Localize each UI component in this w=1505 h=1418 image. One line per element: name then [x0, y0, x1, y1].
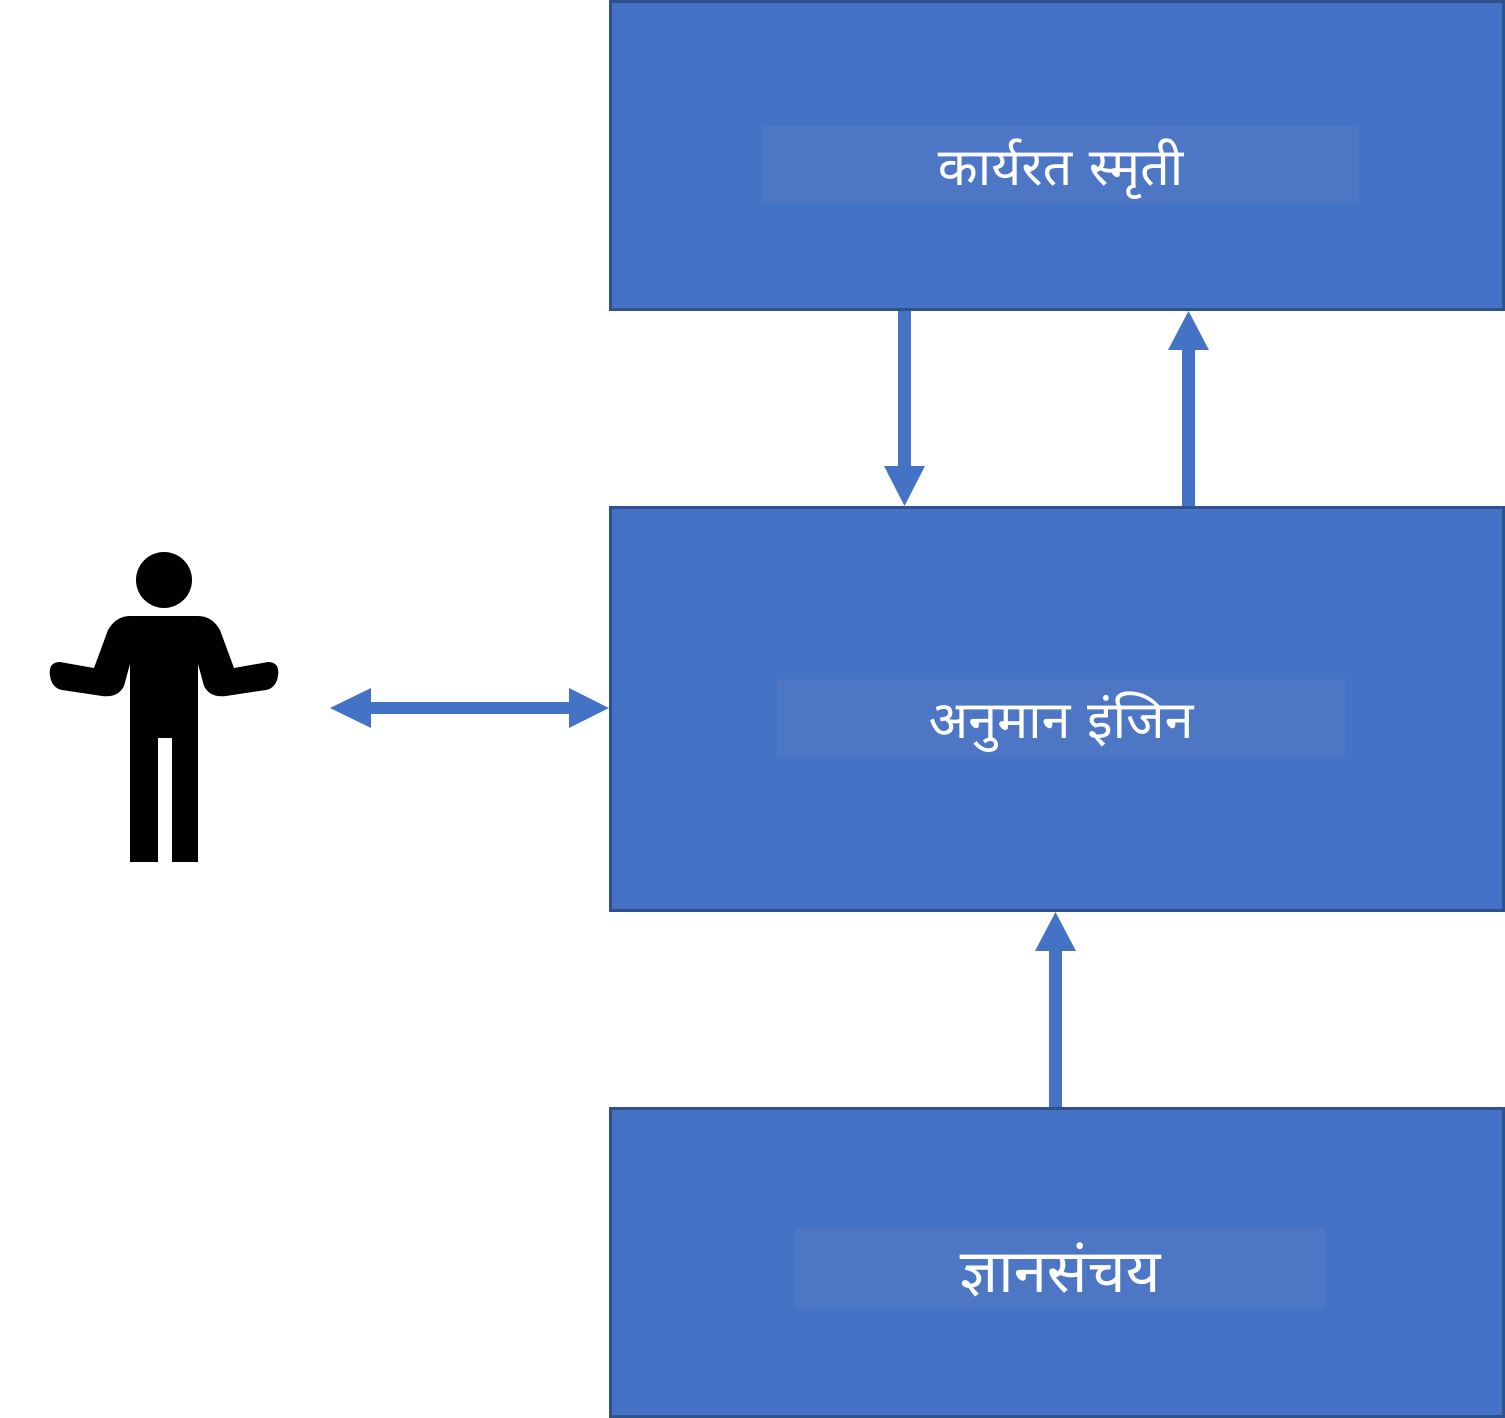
person-shrugging-icon: [49, 552, 279, 862]
working-memory-label: कार्यरत स्मृती: [762, 126, 1359, 204]
inference-engine-label: अनुमान इंजिन: [777, 679, 1345, 757]
knowledge-base-label: ज्ञानसंचय: [795, 1228, 1325, 1309]
arrow-memory-to-engine: [884, 311, 925, 506]
inference-engine-box: अनुमान इंजिन: [609, 506, 1505, 912]
arrow-user-engine-bidirectional: [330, 688, 609, 728]
arrow-engine-to-memory: [1168, 311, 1209, 506]
arrow-kb-to-engine: [1035, 912, 1076, 1107]
working-memory-box: कार्यरत स्मृती: [609, 0, 1505, 311]
knowledge-base-box: ज्ञानसंचय: [609, 1107, 1505, 1418]
